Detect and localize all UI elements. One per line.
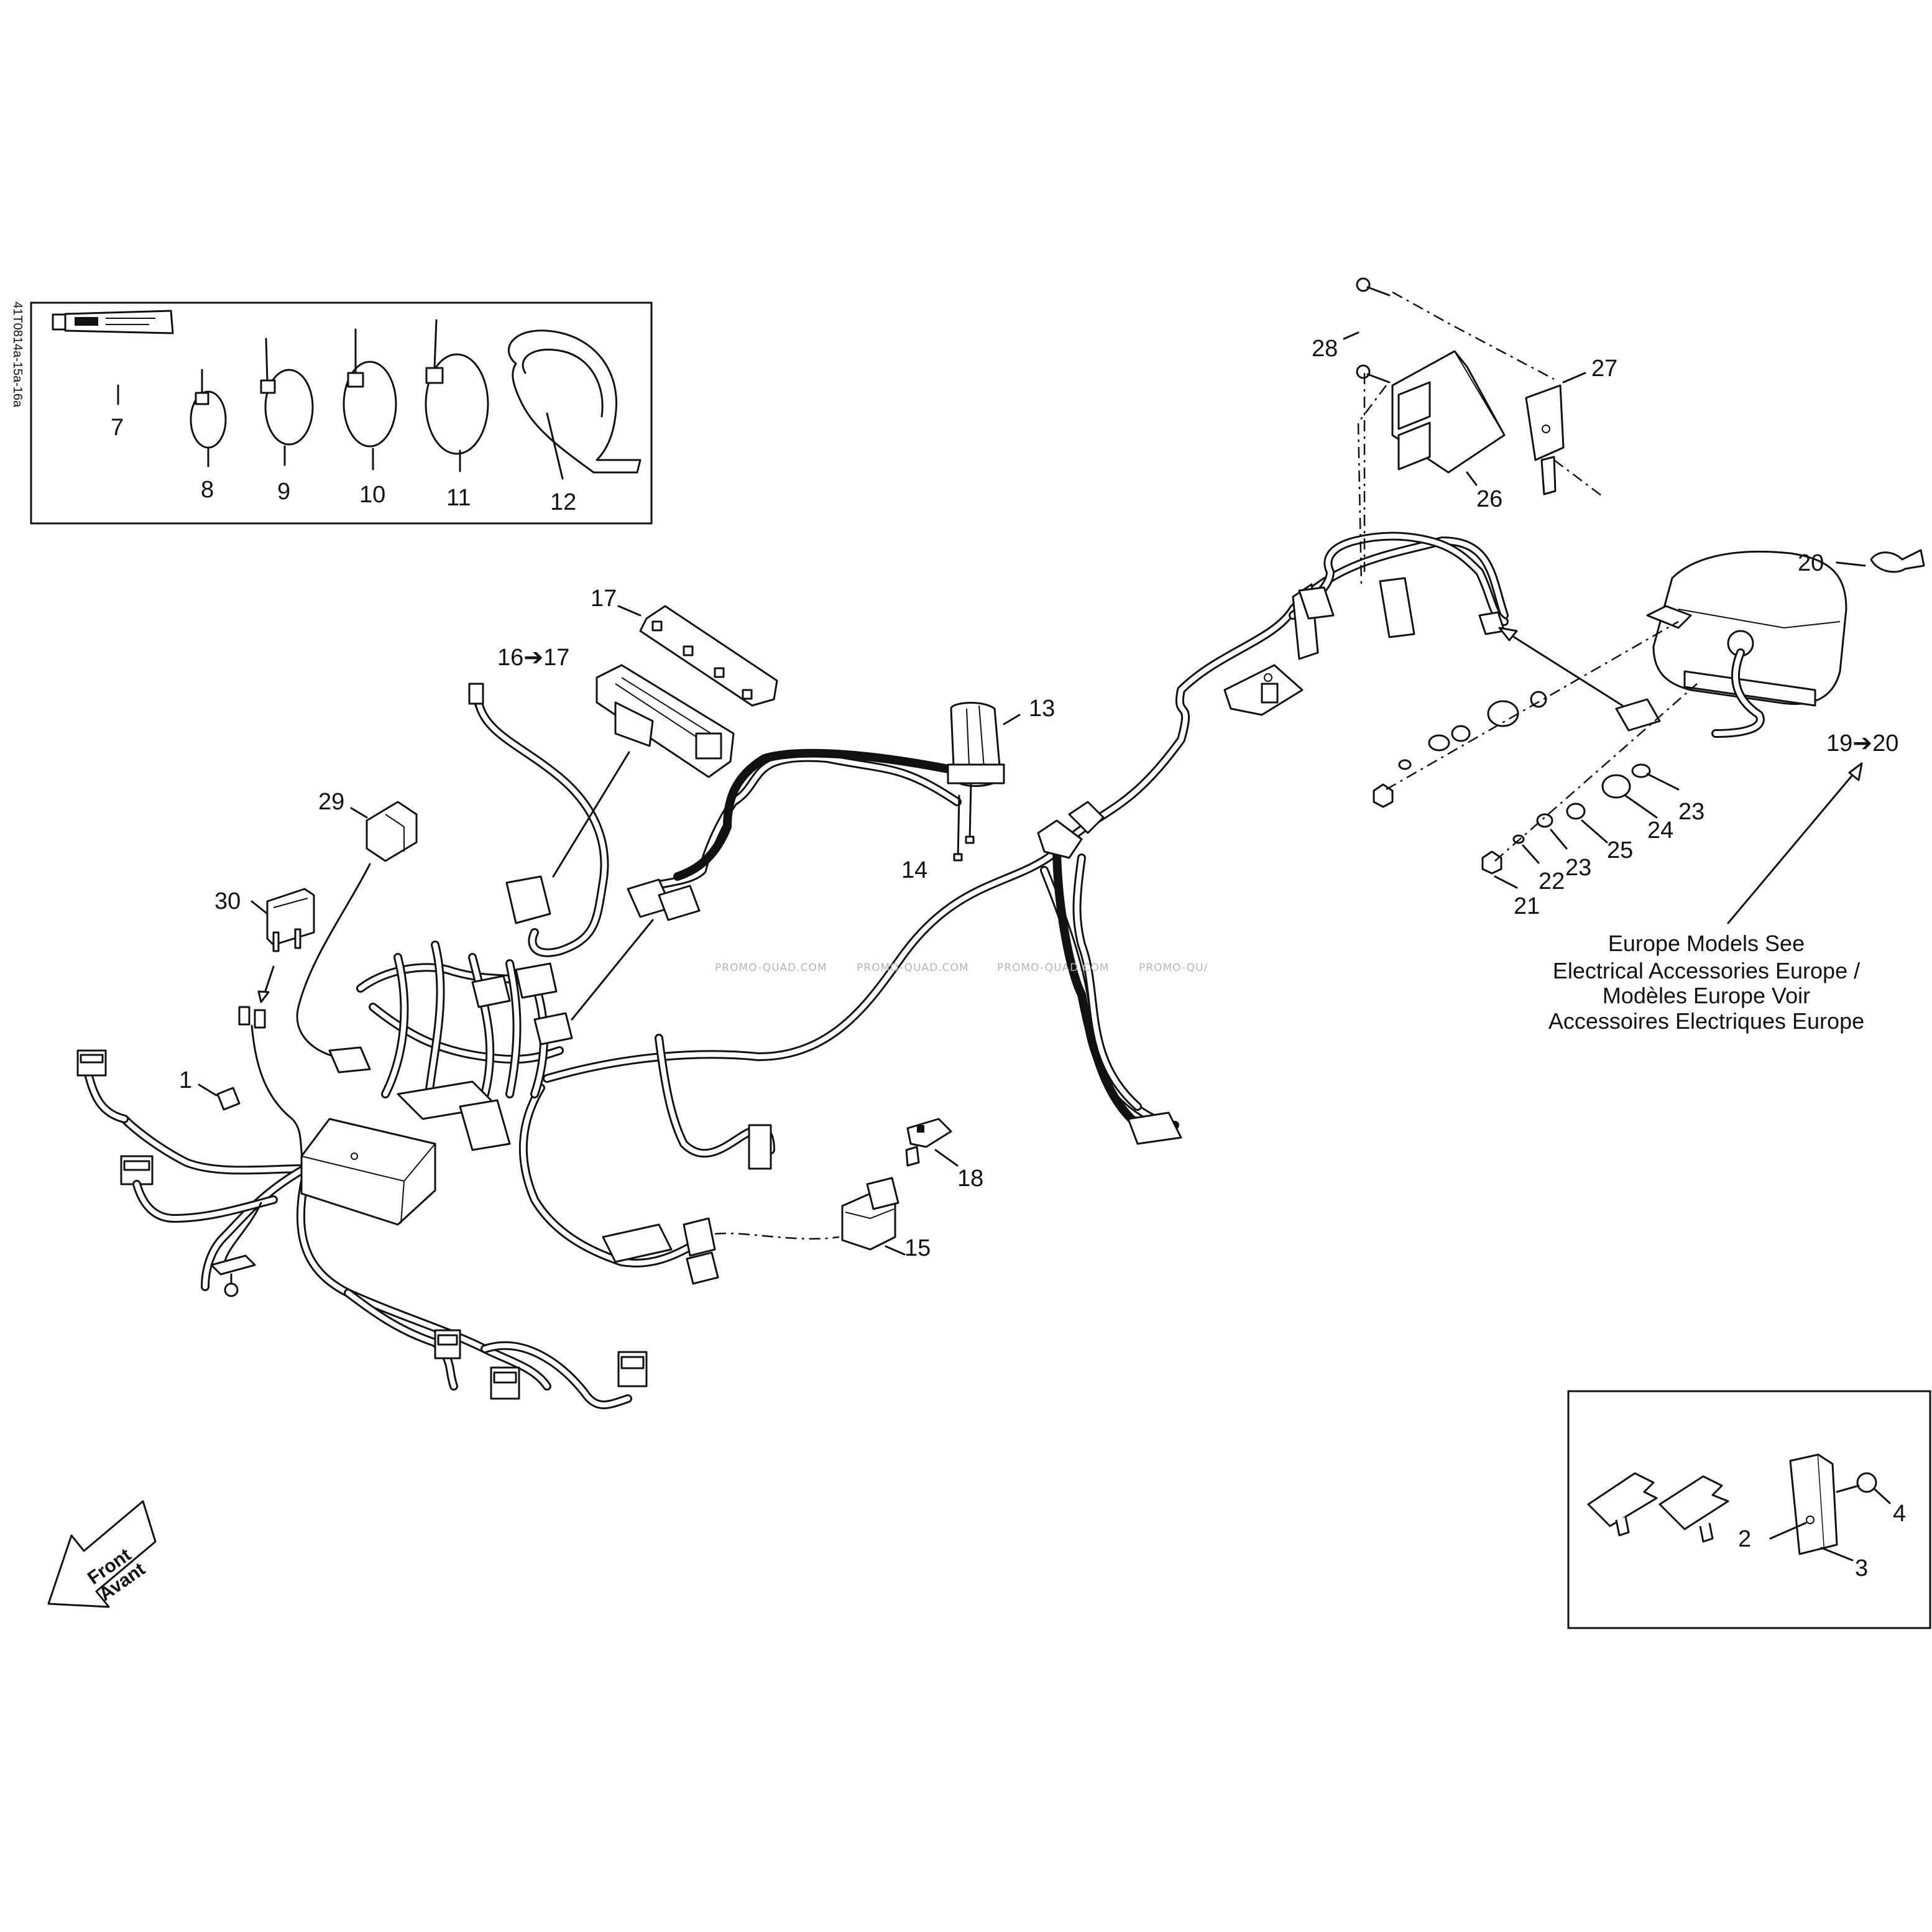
callout-3: 3 (1855, 1555, 1868, 1581)
mid-harness-connector (1037, 801, 1105, 859)
europe-note-line-4: Accessoires Electriques Europe (1548, 1008, 1864, 1034)
control-module (596, 664, 735, 778)
electronic-module (1391, 350, 1506, 474)
left-connectors (76, 1049, 278, 1297)
terminals (238, 1006, 306, 1170)
callout-26: 26 (1476, 486, 1502, 512)
control-module-cover (639, 605, 778, 707)
inset-box-ties: 7 8 9 10 11 12 (30, 301, 653, 525)
dielectric-grease-tube (52, 310, 174, 334)
europe-note: Europe Models See Electrical Accessories… (1548, 931, 1864, 1034)
europe-note-line-3: Modèles Europe Voir (1603, 983, 1810, 1008)
callout-15: 15 (904, 1235, 931, 1261)
speed-sensor (905, 1118, 952, 1167)
mid-connectors (328, 875, 701, 1074)
tail-light (1646, 550, 1847, 707)
callout-27: 27 (1591, 356, 1617, 382)
cable-tie-medium (260, 338, 314, 446)
module-bracket (1525, 384, 1565, 495)
watermark-1: PROMO-QUAD.COM (715, 962, 827, 974)
callout-14: 14 (901, 857, 927, 883)
callout-1: 1 (179, 1067, 192, 1093)
callout-30: 30 (214, 888, 241, 914)
callout-2: 2 (1738, 1526, 1751, 1552)
main-harness (83, 536, 1509, 1409)
fuse-box (300, 1118, 436, 1226)
handlebar-switch (947, 702, 1005, 787)
callout-7: 7 (111, 415, 124, 441)
inset-box-clips: 2 3 4 (1567, 1390, 1931, 1629)
callout-16-17: 16➔17 (497, 645, 569, 671)
watermark-2: PROMO-QUAD.COM (857, 962, 969, 974)
callout-25: 25 (1607, 837, 1633, 863)
callout-28: 28 (1312, 336, 1338, 362)
lower-mid-connectors (602, 1111, 1182, 1285)
hardware-stack-upper (1373, 691, 1547, 808)
connector-cap (366, 801, 418, 862)
callout-21: 21 (1514, 893, 1540, 919)
callout-20: 20 (1798, 550, 1824, 576)
callout-9: 9 (277, 479, 290, 505)
callout-18: 18 (957, 1166, 983, 1192)
cable-tie-large (343, 328, 397, 448)
callout-8: 8 (201, 477, 214, 503)
europe-note-line-1: Europe Models See (1608, 931, 1805, 956)
callout-23-a: 23 (1678, 799, 1704, 825)
callout-23-b: 23 (1565, 855, 1591, 881)
callout-13: 13 (1029, 696, 1055, 722)
cable-tie-xlarge (425, 319, 489, 455)
watermark-strip: PROMO-QUAD.COM PROMO-QUAD.COM PROMO-QUAD… (715, 962, 1208, 974)
cable-tie-small (190, 369, 227, 449)
rear-harness (1223, 531, 1509, 716)
callout-22: 22 (1539, 868, 1565, 895)
hardware-stack-lower (1481, 763, 1651, 875)
callout-19-20: 19➔20 (1826, 730, 1898, 757)
callout-12: 12 (550, 489, 576, 515)
central-harness-cluster (356, 941, 564, 1151)
callout-4: 4 (1893, 1501, 1906, 1527)
callout-10: 10 (359, 482, 385, 508)
front-arrow: Front Avant (47, 1500, 157, 1608)
callout-29: 29 (318, 789, 344, 815)
bulb (1870, 549, 1925, 573)
bottom-connectors (434, 1329, 648, 1400)
drawing-code: 41T0814a-15a-16a (11, 301, 24, 408)
relay (266, 888, 315, 952)
watermark-3: PROMO-QUAD.COM (997, 962, 1110, 974)
europe-note-line-2: Electrical Accessories Europe / (1553, 958, 1860, 983)
mounting-strap (508, 329, 642, 474)
callout-17: 17 (591, 586, 617, 612)
module-screws (1356, 277, 1391, 384)
connector-15 (841, 1177, 899, 1251)
callout-11: 11 (446, 485, 471, 511)
screws-item-14 (953, 782, 975, 862)
watermark-4: PROMO-QU/ (1139, 962, 1208, 974)
callout-24: 24 (1647, 817, 1673, 844)
